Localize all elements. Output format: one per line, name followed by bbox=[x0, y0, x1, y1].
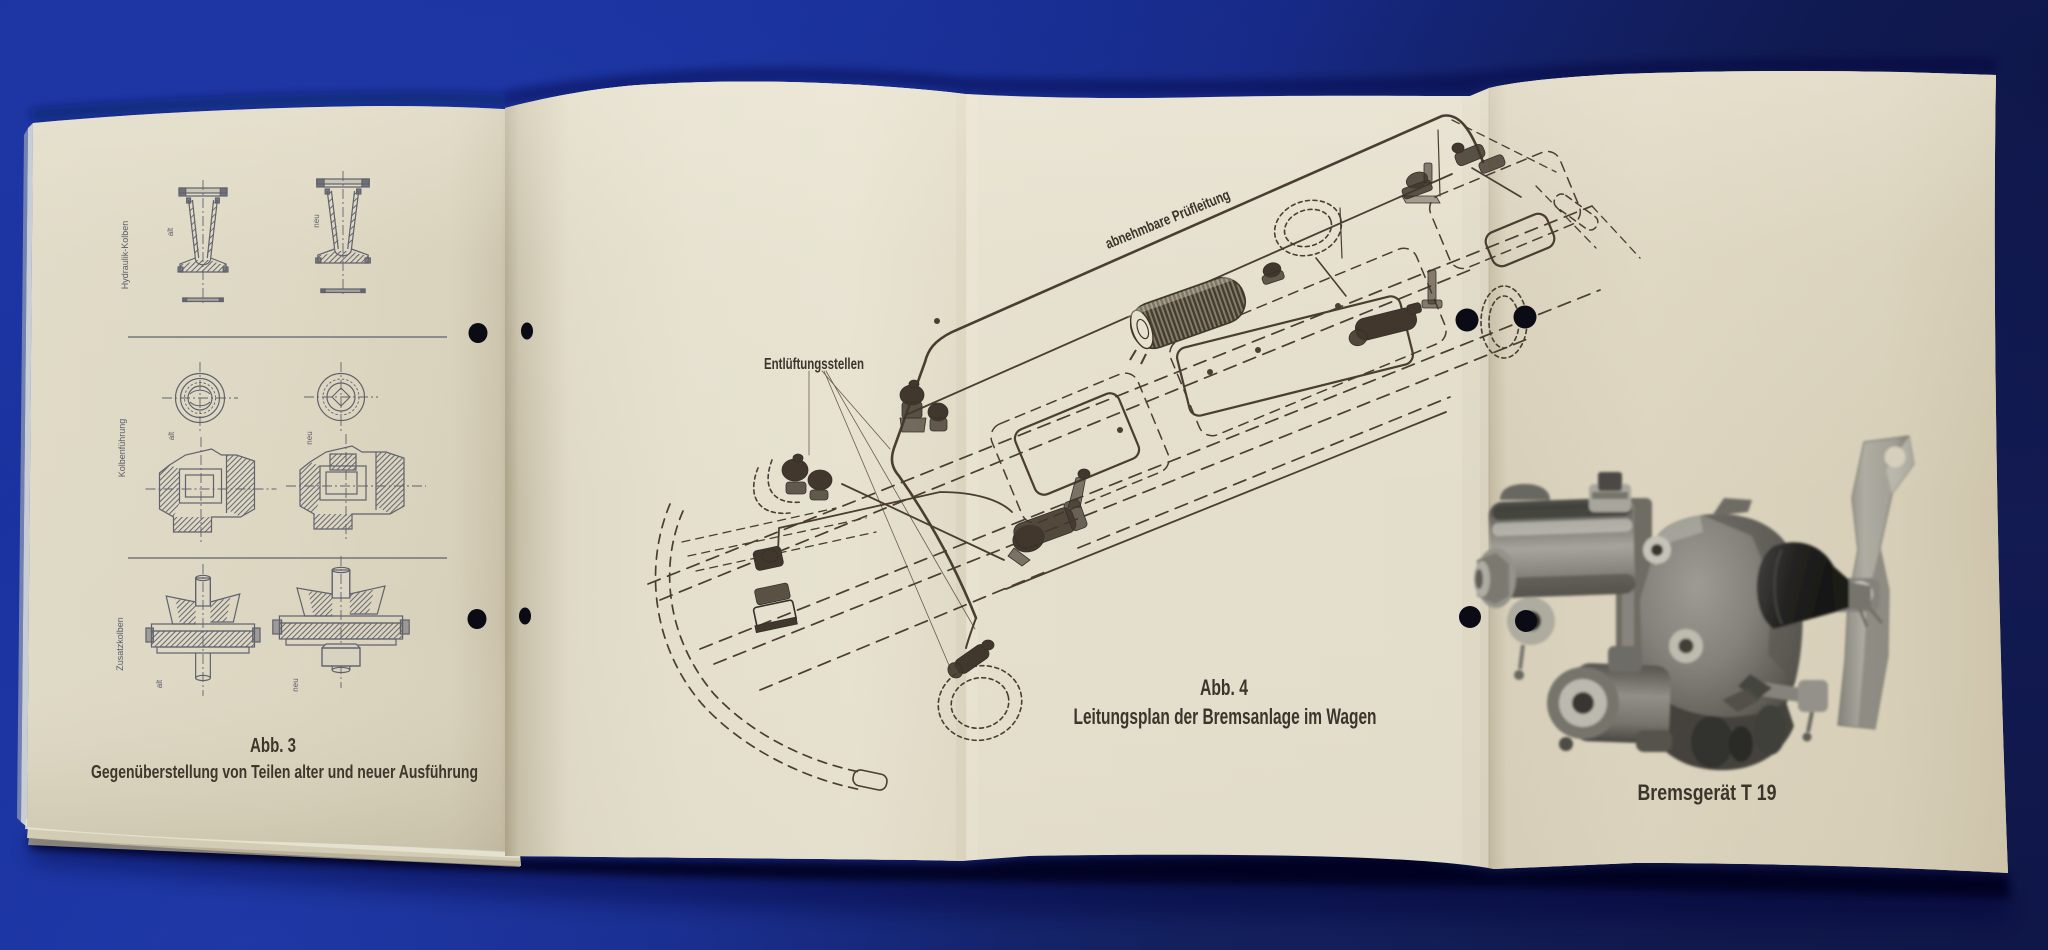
svg-text:Abb. 4: Abb. 4 bbox=[1200, 675, 1249, 700]
svg-text:Zusatzkolben: Zusatzkolben bbox=[115, 617, 125, 671]
svg-text:alt: alt bbox=[155, 679, 164, 688]
svg-text:alt: alt bbox=[166, 227, 175, 236]
svg-text:Leitungsplan der Bremsanlage i: Leitungsplan der Bremsanlage im Wagen bbox=[1074, 704, 1377, 729]
svg-text:Abb. 3: Abb. 3 bbox=[250, 735, 296, 757]
svg-text:Entlüftungsstellen: Entlüftungsstellen bbox=[764, 356, 864, 373]
svg-text:Gegenüberstellung von Teilen a: Gegenüberstellung von Teilen alter und n… bbox=[91, 762, 478, 782]
svg-text:neu: neu bbox=[305, 431, 314, 444]
svg-text:neu: neu bbox=[291, 678, 300, 691]
svg-text:neu: neu bbox=[312, 214, 321, 227]
svg-text:Kolbenführung: Kolbenführung bbox=[117, 419, 127, 478]
svg-text:alt: alt bbox=[167, 431, 176, 440]
svg-text:Hydraulik-Kolben: Hydraulik-Kolben bbox=[120, 221, 130, 290]
svg-text:Bremsgerät T 19: Bremsgerät T 19 bbox=[1638, 780, 1777, 805]
